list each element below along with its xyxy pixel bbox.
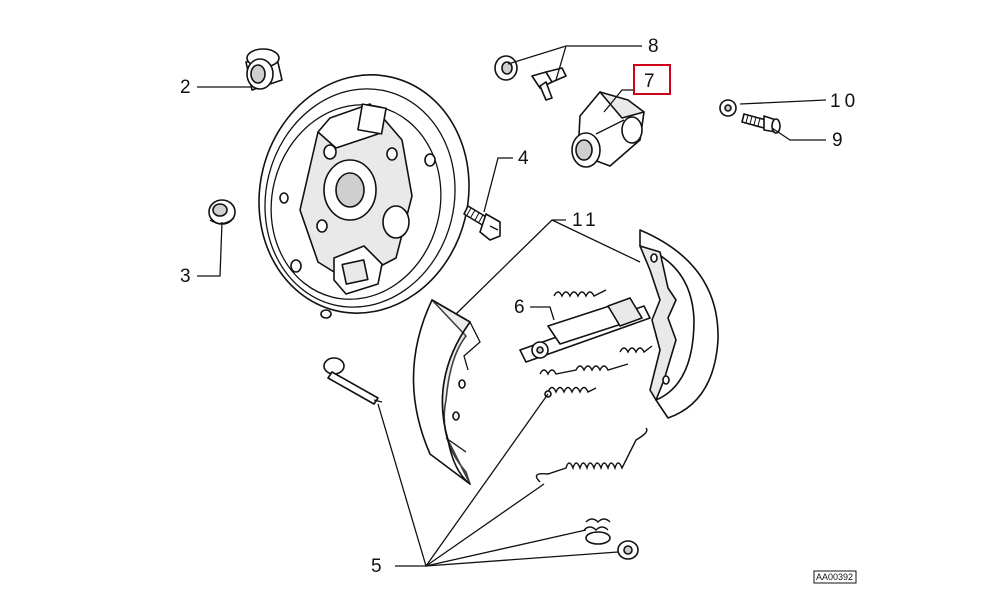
reference-code-box <box>813 570 857 584</box>
part-5-washer[interactable] <box>617 540 639 560</box>
callout-4: 4 <box>518 148 529 169</box>
callout-7: 7 <box>644 71 655 92</box>
callout-8: 8 <box>648 36 659 57</box>
part-5-spring-upper[interactable] <box>544 386 597 398</box>
part-2-plug[interactable] <box>245 48 283 91</box>
part-4-bolt[interactable] <box>463 205 501 241</box>
callout-10: 10 <box>830 91 859 112</box>
part-9-screw[interactable] <box>741 113 781 134</box>
part-7-wheel-cylinder[interactable] <box>571 91 645 168</box>
leader-lines <box>197 45 827 567</box>
highlight-box <box>633 64 671 95</box>
part-5-pin[interactable] <box>323 357 383 405</box>
callout-3: 3 <box>180 266 191 287</box>
callout-2: 2 <box>180 77 191 98</box>
callout-5: 5 <box>371 556 382 577</box>
callout-9: 9 <box>832 130 843 151</box>
part-5-return-spring[interactable] <box>535 427 648 483</box>
reference-code: AA00392 <box>816 572 853 582</box>
brake-backing-plate[interactable] <box>234 52 494 335</box>
callout-11: 11 <box>572 210 600 231</box>
part-10-washer[interactable] <box>719 99 737 117</box>
part-6-adjuster-assembly[interactable] <box>519 289 653 376</box>
callout-6: 6 <box>514 297 525 318</box>
part-11-brake-shoe-right[interactable] <box>639 229 719 419</box>
part-5-spring-cup[interactable] <box>583 518 611 545</box>
part-8-bleed-screw[interactable] <box>494 55 567 101</box>
part-3-grommet[interactable] <box>208 199 236 225</box>
part-11-brake-shoe-left[interactable] <box>412 299 481 485</box>
